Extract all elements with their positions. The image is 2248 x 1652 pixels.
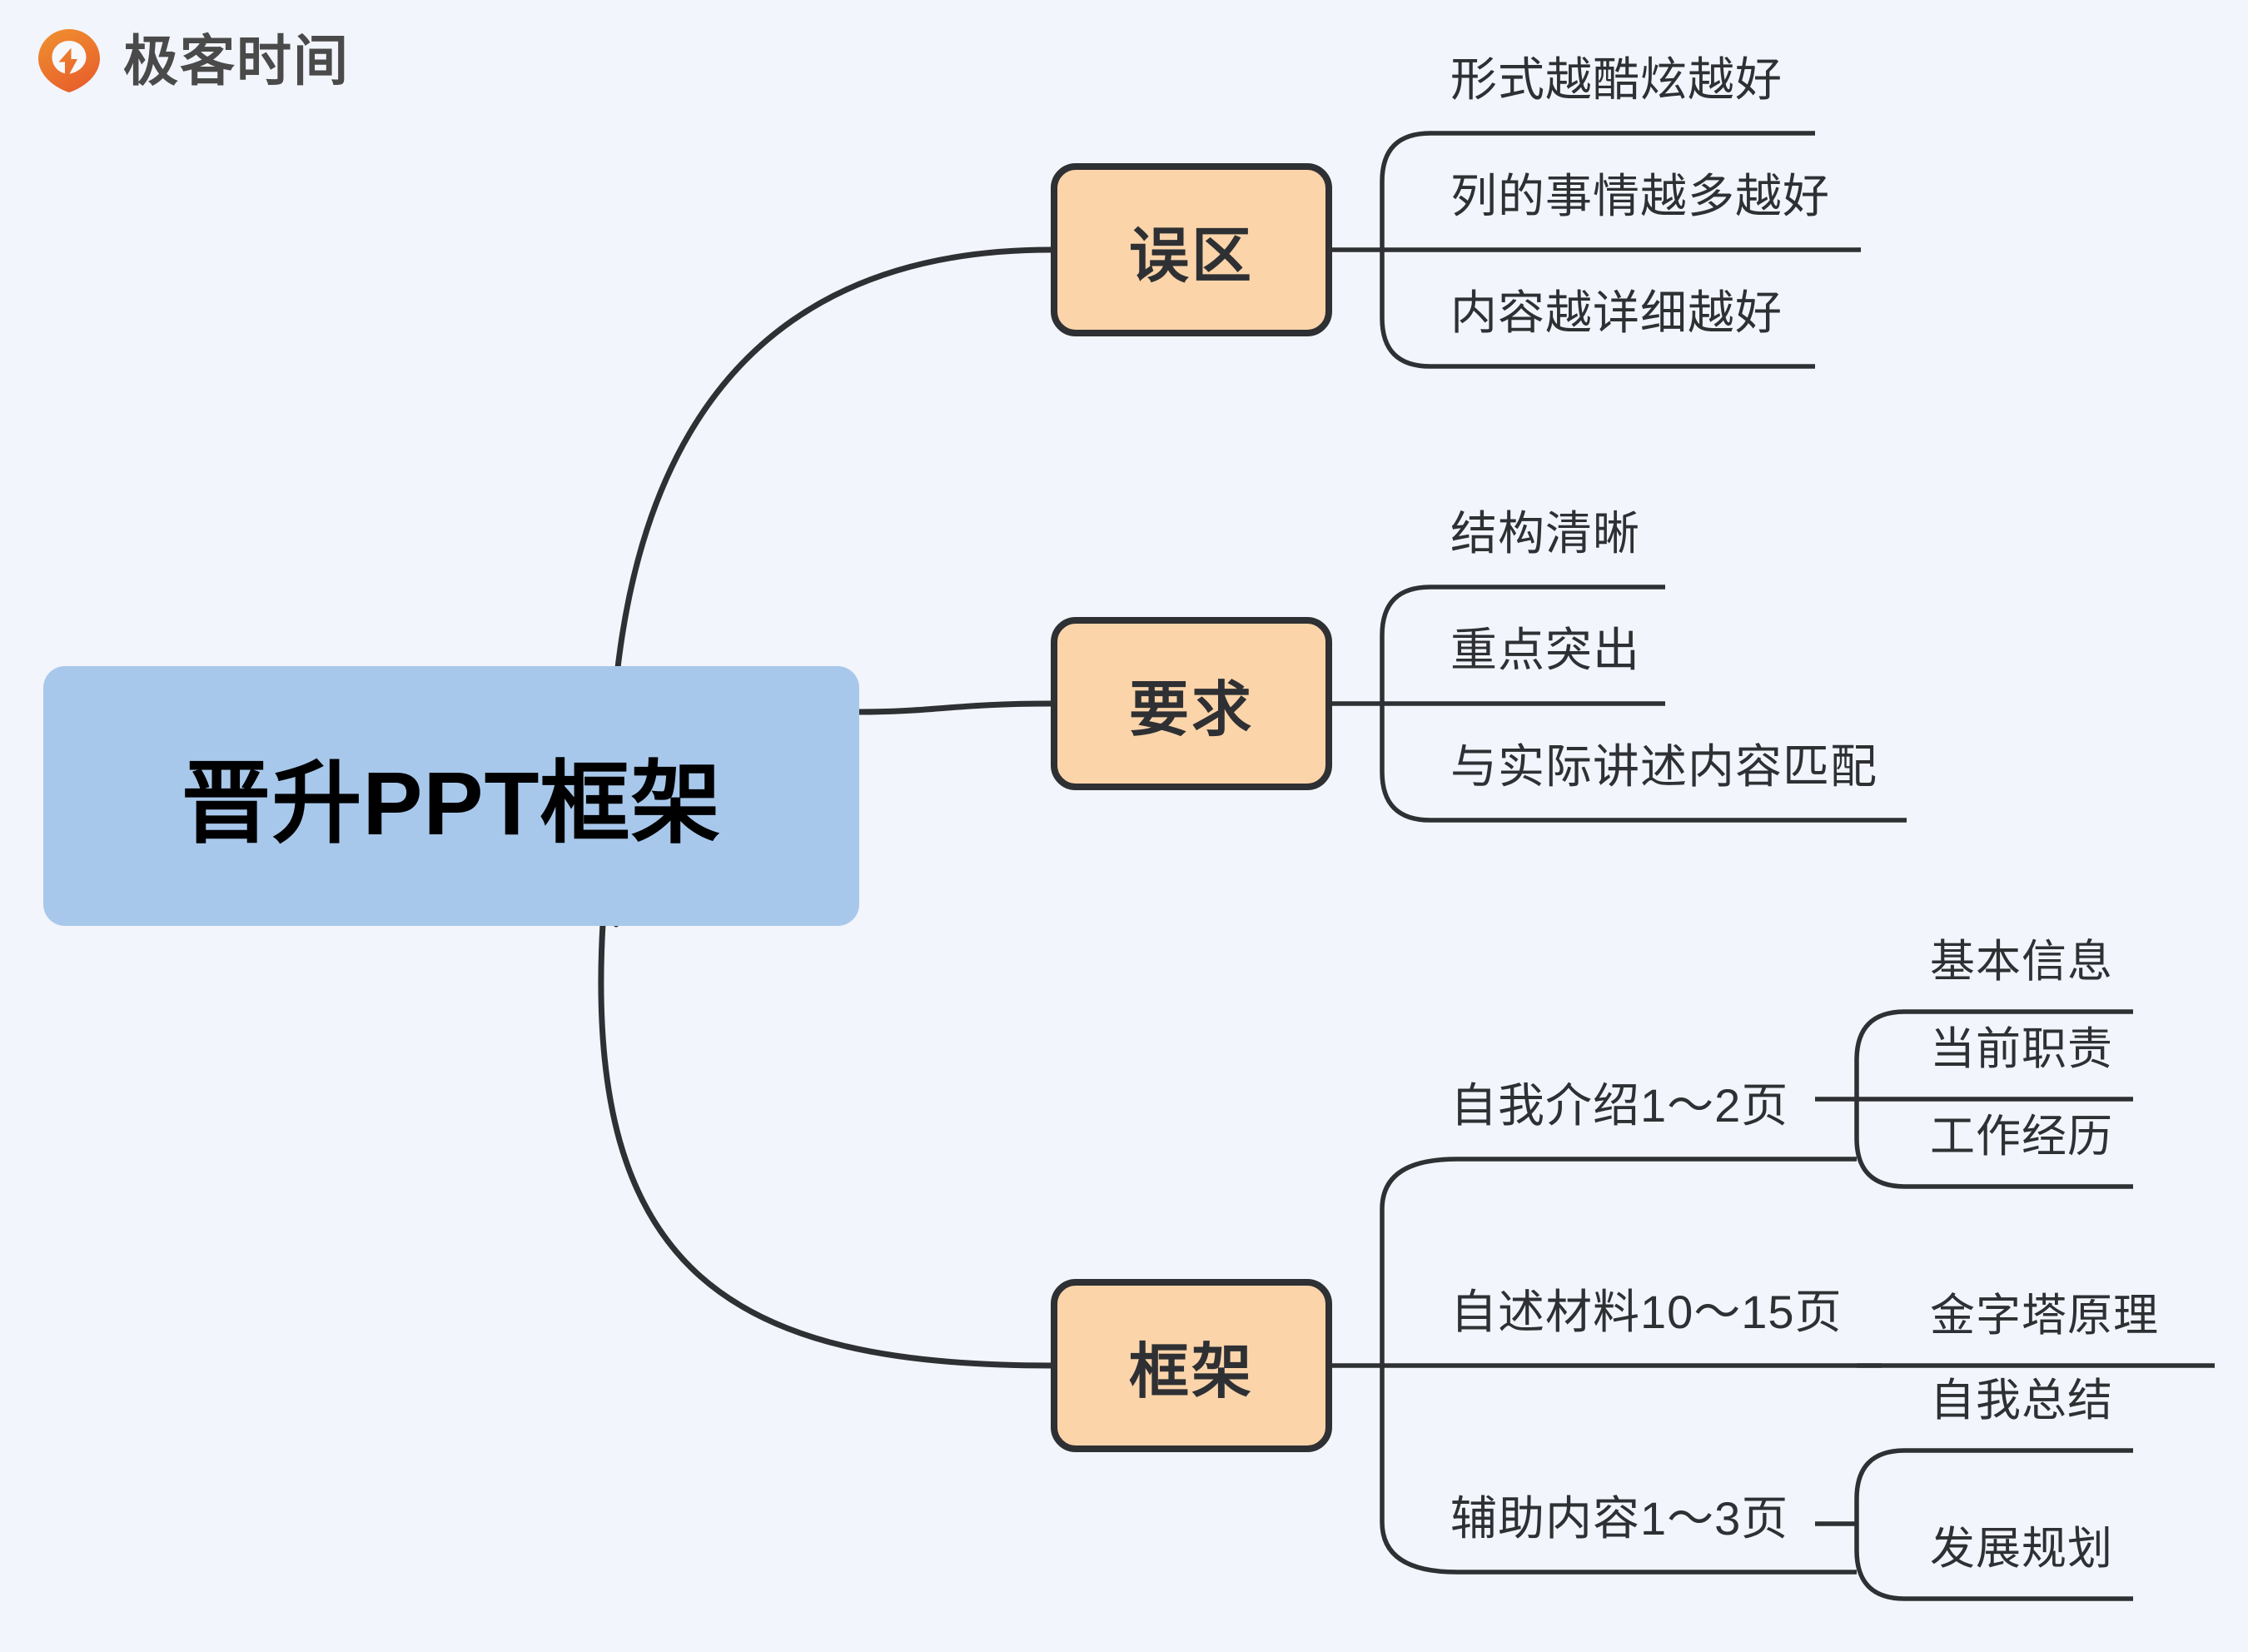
leaf-kuangjia-1[interactable]: 自述材料10～15页 — [1450, 1286, 1843, 1338]
leaf-wuqu-1[interactable]: 列的事情越多越好 — [1450, 170, 1830, 222]
leaf-wuqu-0[interactable]: 形式越酷炫越好 — [1450, 53, 1783, 106]
edge-root-to-kuangjia — [598, 921, 1054, 1369]
leaf-yaoqiu-2[interactable]: 与实际讲述内容匹配 — [1450, 740, 1877, 793]
geektime-pin-logo-icon — [33, 25, 105, 97]
leaf-fuzhuneirong-1[interactable]: 发展规划 — [1930, 1524, 2113, 1574]
branch-node-wuqu[interactable]: 误区 — [1051, 163, 1332, 336]
branch-node-yaoqiu[interactable]: 要求 — [1051, 617, 1332, 790]
leaf-zishucailiao-0[interactable]: 金字塔原理 — [1930, 1291, 2159, 1341]
leaf-ziwojieshao-0[interactable]: 基本信息 — [1930, 937, 2113, 987]
spine-kuangjia — [1380, 1157, 1458, 1575]
spine-yaoqiu — [1380, 585, 1431, 823]
leaf-yaoqiu-0[interactable]: 结构清晰 — [1450, 507, 1640, 560]
leaf-fuzhuneirong-0[interactable]: 自我总结 — [1930, 1376, 2113, 1426]
spine-fuzhuneirong — [1854, 1448, 1906, 1601]
spine-ziwojieshao — [1854, 1009, 1906, 1189]
spine-wuqu — [1380, 131, 1431, 369]
leaf-yaoqiu-1[interactable]: 重点突出 — [1450, 624, 1640, 676]
leaf-kuangjia-0[interactable]: 自我介绍1～2页 — [1450, 1079, 1789, 1132]
leaf-ziwojieshao-2[interactable]: 工作经历 — [1930, 1112, 2113, 1162]
edge-root-to-yaoqiu — [856, 700, 1054, 715]
leaf-ziwojieshao-1[interactable]: 当前职责 — [1930, 1024, 2113, 1074]
leaf-kuangjia-2[interactable]: 辅助内容1～3页 — [1450, 1492, 1789, 1545]
brand-name: 极客时间 — [123, 30, 350, 92]
root-node[interactable]: 晋升PPT框架 — [43, 666, 859, 926]
brand-logo: 极客时间 — [33, 25, 350, 97]
leaf-wuqu-2[interactable]: 内容越详细越好 — [1450, 286, 1783, 339]
branch-node-kuangjia[interactable]: 框架 — [1051, 1279, 1332, 1452]
